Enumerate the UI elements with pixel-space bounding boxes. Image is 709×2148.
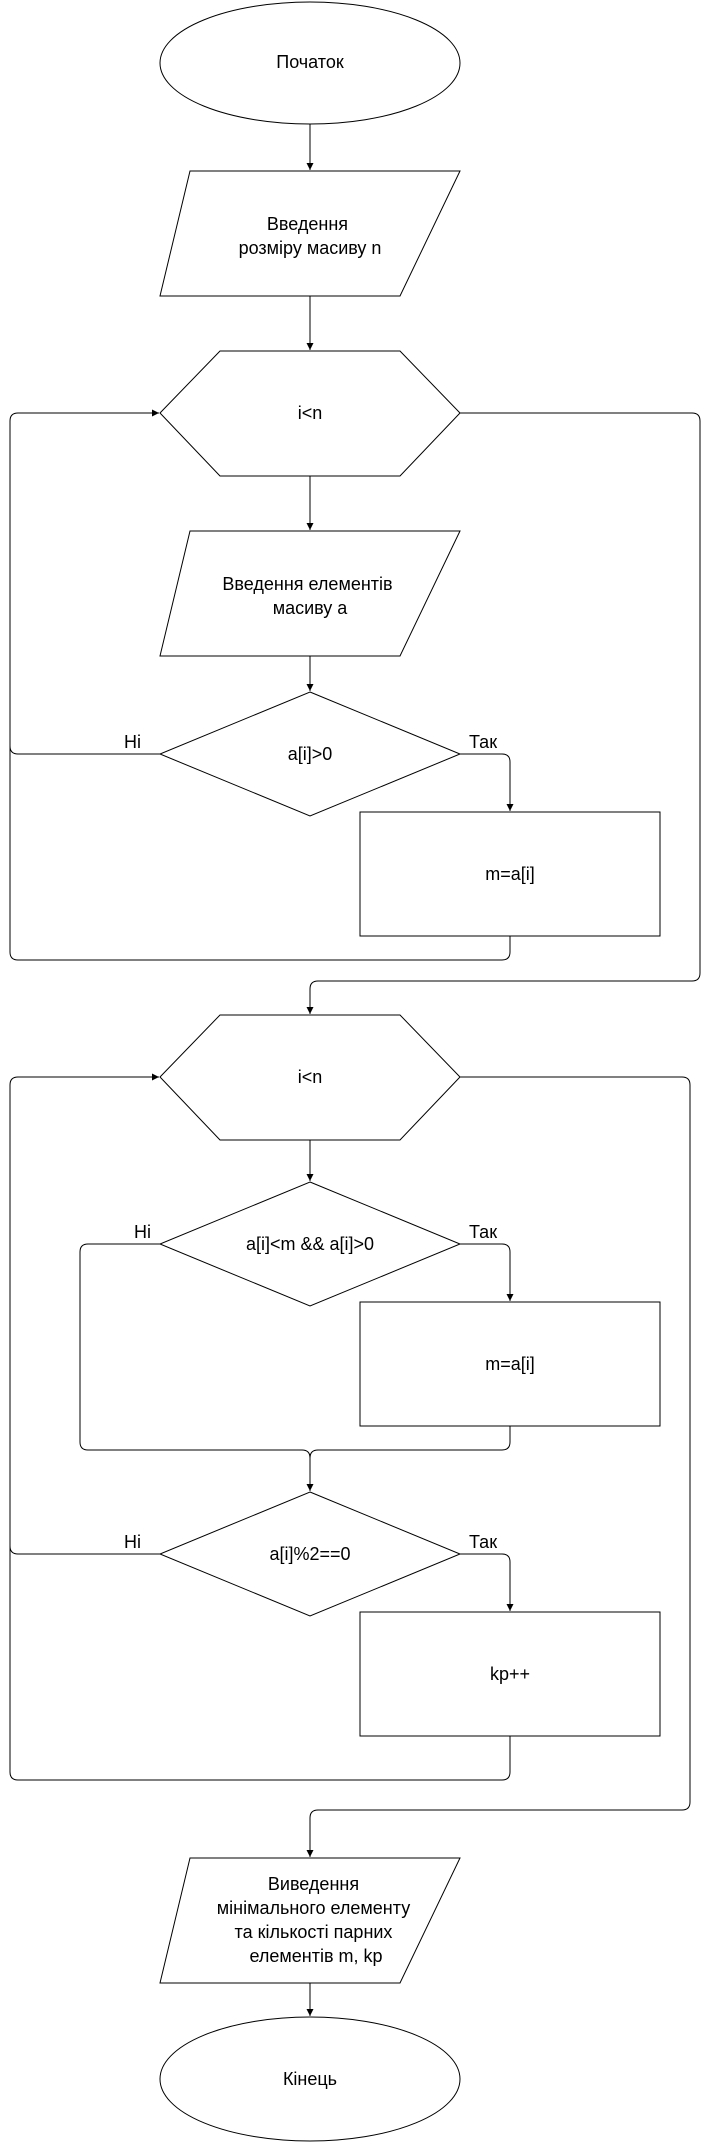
input-size-line-2: розміру масиву n	[239, 238, 382, 258]
output-parallelogram	[159, 1857, 461, 1984]
start-label: Початок	[276, 52, 344, 72]
arrow-positive-no	[9, 745, 160, 755]
assign1-label: m=a[i]	[485, 864, 535, 884]
arrow-min-yes	[460, 1243, 514, 1301]
check-min-label: a[i]<m && a[i]>0	[246, 1234, 374, 1254]
arrow-loop2-exit	[306, 1076, 691, 1857]
check-even-label: a[i]%2==0	[269, 1544, 350, 1564]
end-label: Кінець	[283, 2069, 337, 2089]
input-elements-label: Введення елементів масиву a	[222, 574, 397, 618]
input-elements-line-2: масиву a	[273, 598, 349, 618]
output-line-1: Виведення	[268, 1874, 359, 1894]
check-even-no-label: Ні	[124, 1532, 141, 1552]
arrow-even-no	[9, 1545, 160, 1555]
check-positive-diamond	[158, 691, 462, 817]
output-line-3: та кількості парних	[235, 1922, 393, 1942]
check-min-diamond	[158, 1181, 462, 1307]
output-line-4: елементів m, kp	[249, 1946, 382, 1966]
assign2-label: m=a[i]	[485, 1354, 535, 1374]
loop1-label: i<n	[298, 403, 323, 423]
input-size-label: Введення розміру масиву n	[239, 214, 382, 258]
input-size-parallelogram	[159, 170, 461, 297]
check-positive-no-label: Ні	[124, 732, 141, 752]
check-min-no-label: Ні	[134, 1222, 151, 1242]
arrow-assign2-merge	[306, 1426, 511, 1491]
check-even-yes-label: Так	[469, 1532, 497, 1552]
arrow-min-no	[79, 1243, 311, 1459]
input-size-line-1: Введення	[267, 214, 348, 234]
output-label: Виведення мінімального елементу та кільк…	[217, 1874, 415, 1966]
loop2-label: i<n	[298, 1067, 323, 1087]
assign2-process	[359, 1301, 661, 1427]
arrow-loop1-exit	[306, 412, 701, 1014]
input-elements-line-1: Введення елементів	[222, 574, 392, 594]
check-positive-yes-label: Так	[469, 732, 497, 752]
increment-label: kp++	[490, 1664, 530, 1684]
arrow-positive-yes	[460, 753, 514, 811]
arrow-increment-return	[9, 1073, 511, 1781]
check-even-diamond	[158, 1491, 462, 1617]
output-line-2: мінімального елементу	[217, 1898, 410, 1918]
check-min-yes-label: Так	[469, 1222, 497, 1242]
end-terminator	[159, 2016, 461, 2142]
increment-process	[359, 1611, 661, 1737]
input-elements-parallelogram	[159, 530, 461, 657]
arrow-even-yes	[460, 1553, 514, 1611]
assign1-process	[359, 811, 661, 937]
check-positive-label: a[i]>0	[288, 744, 333, 764]
arrow-assign1-return	[9, 409, 511, 961]
